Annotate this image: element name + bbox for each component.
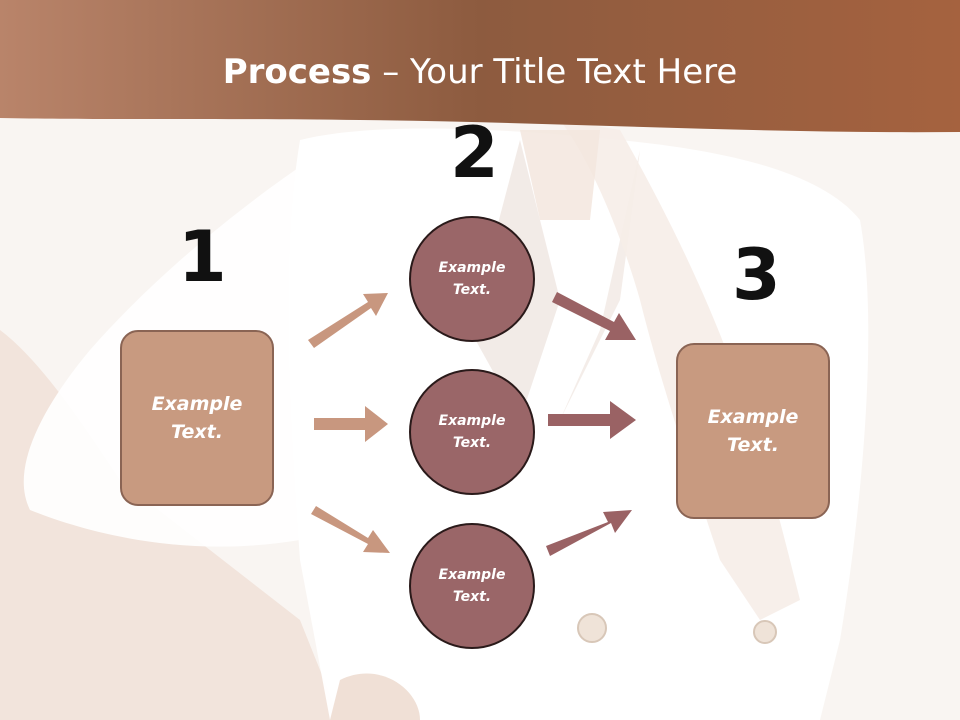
arrow-middle-right (548, 401, 636, 439)
circle-bottom-line1: Example (438, 566, 506, 583)
step-box-1: Example Text. (120, 330, 274, 506)
arrow-middle-left (314, 406, 388, 442)
step-box-3-line2: Text. (727, 434, 779, 456)
circle-middle: Example Text. (409, 369, 535, 495)
circle-top-line1: Example (438, 259, 506, 276)
header-band (0, 0, 960, 133)
title-rest: – Your Title Text Here (371, 52, 738, 92)
arrow-lower-right (546, 510, 632, 556)
slide-title: Process – Your Title Text Here (0, 52, 960, 92)
circle-bottom-line2: Text. (452, 589, 492, 605)
circle-middle-line1: Example (438, 412, 506, 429)
step-number-2: 2 (450, 112, 499, 194)
arrow-upper-right (552, 292, 636, 340)
step-box-3: Example Text. (676, 343, 830, 519)
circle-top: Example Text. (409, 216, 535, 342)
step-box-3-line1: Example (707, 405, 799, 428)
step-number-3: 3 (732, 234, 781, 316)
step-box-1-line1: Example (151, 392, 243, 415)
title-bold: Process (222, 52, 372, 92)
arrow-lower-left (311, 506, 390, 553)
circle-top-line2: Text. (452, 282, 492, 298)
arrow-upper-left (308, 293, 388, 348)
circle-middle-line2: Text. (452, 435, 492, 451)
step-number-1: 1 (178, 216, 227, 298)
circle-bottom: Example Text. (409, 523, 535, 649)
step-box-1-line2: Text. (171, 421, 223, 443)
